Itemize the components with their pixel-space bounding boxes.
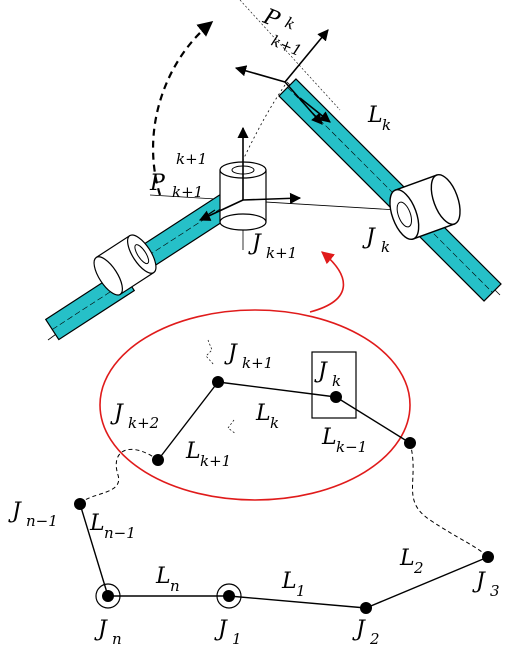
frame-lower-symbol: P	[149, 171, 166, 196]
chain-label-l-k: L k	[255, 401, 279, 432]
link-n1-line	[79, 503, 109, 597]
joint-k-housing	[389, 174, 461, 240]
chain-j-k-subscript: k	[332, 372, 341, 390]
link-k-symbol: L	[367, 103, 383, 128]
joint-n-node	[102, 590, 114, 602]
chain-label-l-n1: L n−1	[89, 511, 136, 542]
chain-j-k1-symbol: J	[224, 341, 238, 366]
link-k-subscript: k	[382, 116, 391, 134]
frame-k1-arrows	[198, 126, 302, 221]
link-k-direction-arrow	[299, 97, 331, 123]
chain-j-3-subscript: 3	[490, 582, 500, 600]
joint-km1-node	[404, 437, 416, 449]
chain-j-1-subscript: 1	[232, 630, 242, 648]
joint-detail-view: P k k+1 P k+1 k+1 L k J k J k+1	[44, 0, 502, 341]
joint-k1-label: J k+1	[248, 231, 297, 262]
joint-k1-node	[212, 376, 224, 388]
chain-label-j-3: J 3	[472, 569, 500, 600]
link-2-line	[365, 556, 489, 609]
chain-continuation-left	[79, 448, 159, 505]
joint-3-node	[482, 551, 494, 563]
frame-lower-subscript: k+1	[172, 183, 203, 201]
chain-l-n-subscript: n	[170, 577, 180, 595]
chain-label-l-1: L 1	[281, 569, 306, 600]
joint-k1-subscript: k+1	[266, 244, 297, 262]
chain-l-1-subscript: 1	[296, 582, 306, 600]
chain-j-k2-subscript: k+2	[128, 414, 159, 432]
chain-j-k-symbol: J	[314, 359, 328, 384]
chain-label-l-km1: L k−1	[321, 425, 367, 456]
link-k-line	[217, 381, 337, 398]
frame-lower-superscript: k+1	[176, 150, 207, 168]
joint-k1-symbol: J	[248, 231, 262, 256]
kinematic-chain: J k+1 J k J k+2 J n−1 J n J 1 J 2 J 3	[8, 339, 500, 648]
joint-k-node	[330, 391, 342, 403]
chain-l-n1-symbol: L	[89, 511, 105, 536]
joint-k1-housing	[219, 161, 267, 231]
chain-j-n1-symbol: J	[8, 499, 22, 524]
joint-k-label: J k	[362, 225, 390, 256]
link-1-line	[228, 595, 367, 609]
frame-axis-upper	[239, 0, 341, 111]
frame-k1-link-arrow	[199, 209, 216, 221]
chain-label-l-k1: L k+1	[185, 439, 231, 470]
chain-label-l-n: L n	[155, 564, 180, 595]
chain-j-n-symbol: J	[94, 617, 108, 642]
joint-k-subscript: k	[381, 238, 390, 256]
link-km1-line	[335, 396, 411, 444]
frame-upper-subscript: k+1	[269, 32, 305, 60]
zoom-ellipse	[99, 309, 411, 501]
chain-l-k-subscript: k	[270, 414, 279, 432]
frame-upper-label: P k k+1	[259, 4, 305, 60]
chain-l-k1-symbol: L	[185, 439, 201, 464]
chain-j-2-subscript: 2	[369, 630, 380, 648]
frame-upper-symbol: P	[259, 4, 284, 34]
joint-n-ring	[95, 583, 121, 609]
chain-label-j-2: J 2	[352, 617, 380, 648]
chain-label-j-k: J k	[314, 359, 341, 390]
chain-label-j-k2: J k+2	[110, 401, 159, 432]
joint-k-highlight-box	[311, 351, 357, 419]
frame-upper-superscript: k	[282, 14, 297, 34]
joint-k2-node	[152, 454, 164, 466]
chain-label-j-k1: J k+1	[224, 341, 273, 372]
link-k1-line	[157, 381, 219, 461]
chain-j-n-subscript: n	[112, 630, 122, 648]
chain-label-j-n: J n	[94, 617, 122, 648]
chain-j-k1-subscript: k+1	[242, 354, 273, 372]
joint-n1-node	[74, 498, 86, 510]
joint-k-symbol: J	[362, 225, 376, 250]
chain-l-km1-subscript: k−1	[336, 438, 367, 456]
frame-k-arrows	[234, 29, 329, 125]
rotation-arc	[152, 21, 214, 196]
chain-l-2-symbol: L	[399, 546, 415, 571]
frame-lower-label: P k+1 k+1	[149, 150, 207, 201]
chain-j-2-symbol: J	[352, 617, 366, 642]
chain-l-km1-symbol: L	[321, 425, 337, 450]
chain-label-j-1: J 1	[214, 617, 242, 648]
chain-j-n1-subscript: n−1	[26, 512, 58, 530]
chain-l-k-symbol: L	[255, 401, 271, 426]
link-break-mark	[205, 339, 237, 435]
joint-1-node	[223, 590, 235, 602]
joint-2-node	[360, 602, 372, 614]
link-k-label: L k	[367, 103, 391, 134]
chain-l-n-symbol: L	[155, 564, 171, 589]
chain-l-1-symbol: L	[281, 569, 297, 594]
chain-j-1-symbol: J	[214, 617, 228, 642]
chain-j-k2-symbol: J	[110, 401, 124, 426]
chain-continuation-right	[409, 442, 489, 558]
chain-label-l-2: L 2	[399, 546, 424, 577]
chain-l-2-subscript: 2	[413, 559, 424, 577]
chain-j-3-symbol: J	[472, 569, 486, 594]
joint-1-ring	[216, 583, 242, 609]
joint-k2-housing	[93, 234, 157, 296]
chain-l-k1-subscript: k+1	[200, 452, 231, 470]
zoom-arrow	[309, 251, 345, 313]
chain-l-n1-subscript: n−1	[104, 524, 136, 542]
chain-label-j-n1: J n−1	[8, 499, 58, 530]
